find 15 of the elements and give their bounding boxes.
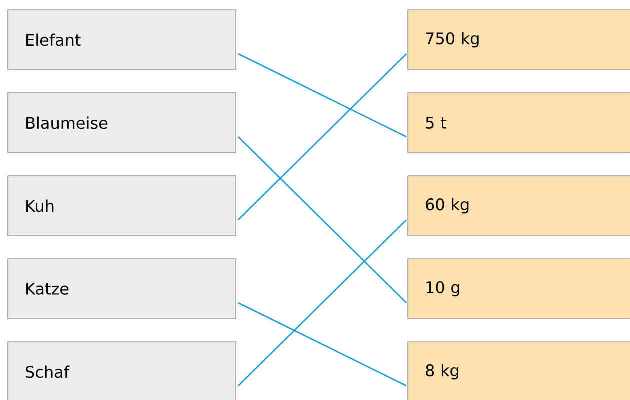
weight-box: 5 t (408, 92, 630, 154)
weight-box: 60 kg (408, 176, 630, 236)
weight-box: 8 kg (408, 342, 630, 400)
animal-box: Blaumeise (8, 92, 236, 154)
animal-box: Katze (8, 258, 236, 320)
animal-box: Schaf (8, 342, 236, 400)
connecting-line (238, 136, 408, 304)
weight-box: 10 g (408, 258, 630, 320)
connecting-line (238, 302, 407, 387)
connecting-line (238, 53, 407, 138)
weight-box: 750 kg (408, 10, 630, 70)
animal-box: Elefant (8, 10, 236, 70)
connecting-line (238, 220, 408, 386)
animal-box: Kuh (8, 176, 236, 236)
connecting-line (238, 54, 408, 220)
